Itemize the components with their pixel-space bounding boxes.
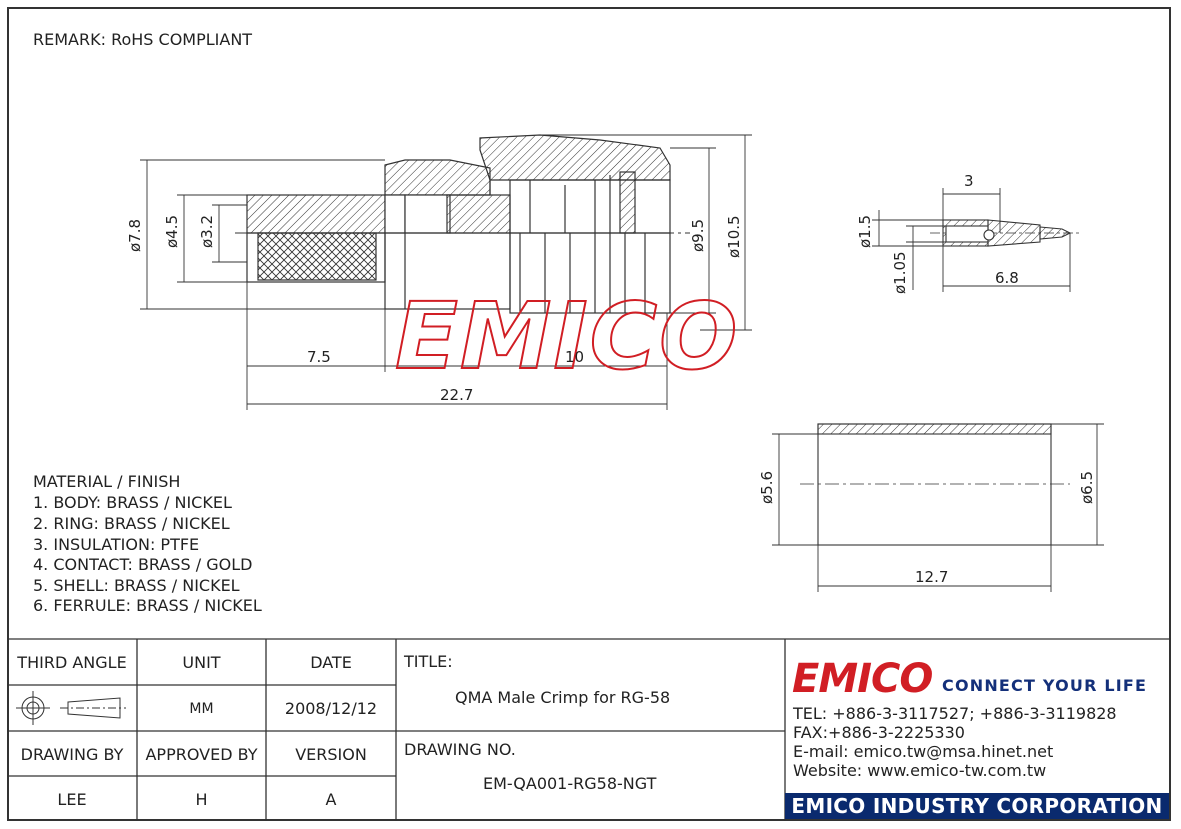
dim-d95: ø9.5 [689,219,707,252]
dim-fd56: ø5.6 [758,471,776,504]
watermark-logo: EMICO [395,283,739,390]
material-item: 1. BODY: BRASS / NICKEL [33,493,232,512]
material-heading: MATERIAL / FINISH [33,472,181,491]
dim-cd105: ø1.05 [891,251,909,294]
dim-l75: 7.5 [307,348,331,366]
date-value: 2008/12/12 [284,699,378,718]
material-item: 5. SHELL: BRASS / NICKEL [33,576,240,595]
dim-fd65: ø6.5 [1078,471,1096,504]
dim-d45: ø4.5 [163,215,181,248]
version-label: VERSION [295,744,367,764]
dim-cd15: ø1.5 [856,215,874,248]
material-item: 3. INSULATION: PTFE [33,535,200,554]
drawing-by-value: LEE [57,789,87,809]
drawing-frame [7,7,1171,821]
company-fax: FAX:+886-3-2225330 [793,723,965,742]
ferrule-dimension-lines [772,423,1104,592]
unit-label: UNIT [182,653,221,672]
dim-c68: 6.8 [995,269,1019,287]
unit-value: MM [189,700,214,717]
dim-c3: 3 [964,172,974,190]
connector-outline [235,134,690,314]
company-tel: TEL: +886-3-3117527; +886-3-3119828 [793,704,1117,723]
dim-f127: 12.7 [915,568,948,586]
title-label: TITLE: [404,652,453,671]
dim-d78: ø7.8 [126,219,144,252]
remark: REMARK: RoHS COMPLIANT [33,30,253,49]
material-item: 2. RING: BRASS / NICKEL [33,514,230,533]
material-item: 4. CONTACT: BRASS / GOLD [33,555,253,574]
contact-pin [930,219,1080,247]
pin-dimension-lines [872,188,1071,292]
dim-d32: ø3.2 [198,215,216,248]
version-value: A [325,789,337,809]
approved-by-label: APPROVED BY [145,744,258,764]
main-dimension-lines [140,134,752,410]
dim-l10: 10 [565,348,584,366]
company-logo: EMICO [792,656,933,702]
ferrule [800,423,1070,546]
title-value: QMA Male Crimp for RG-58 [455,688,671,707]
date-label: DATE [310,653,352,672]
third-angle-symbol [16,691,126,725]
drawing-no-label: DRAWING NO. [404,740,516,759]
company-name-banner: EMICO INDUSTRY CORPORATION [785,793,1169,819]
drawing-no-value: EM-QA001-RG58-NGT [483,774,657,793]
third-angle-label: THIRD ANGLE [17,653,127,672]
titleblock-grid [7,638,1171,821]
dim-l227: 22.7 [440,386,473,404]
approved-by-value: H [195,789,208,809]
drawing-by-label: DRAWING BY [20,744,124,764]
material-item: 6. FERRULE: BRASS / NICKEL [33,596,262,615]
dim-d105: ø10.5 [725,215,743,258]
company-website: Website: www.emico-tw.com.tw [793,761,1047,780]
company-email: E-mail: emico.tw@msa.hinet.net [793,742,1054,761]
company-slogan: CONNECT YOUR LIFE [942,676,1148,695]
